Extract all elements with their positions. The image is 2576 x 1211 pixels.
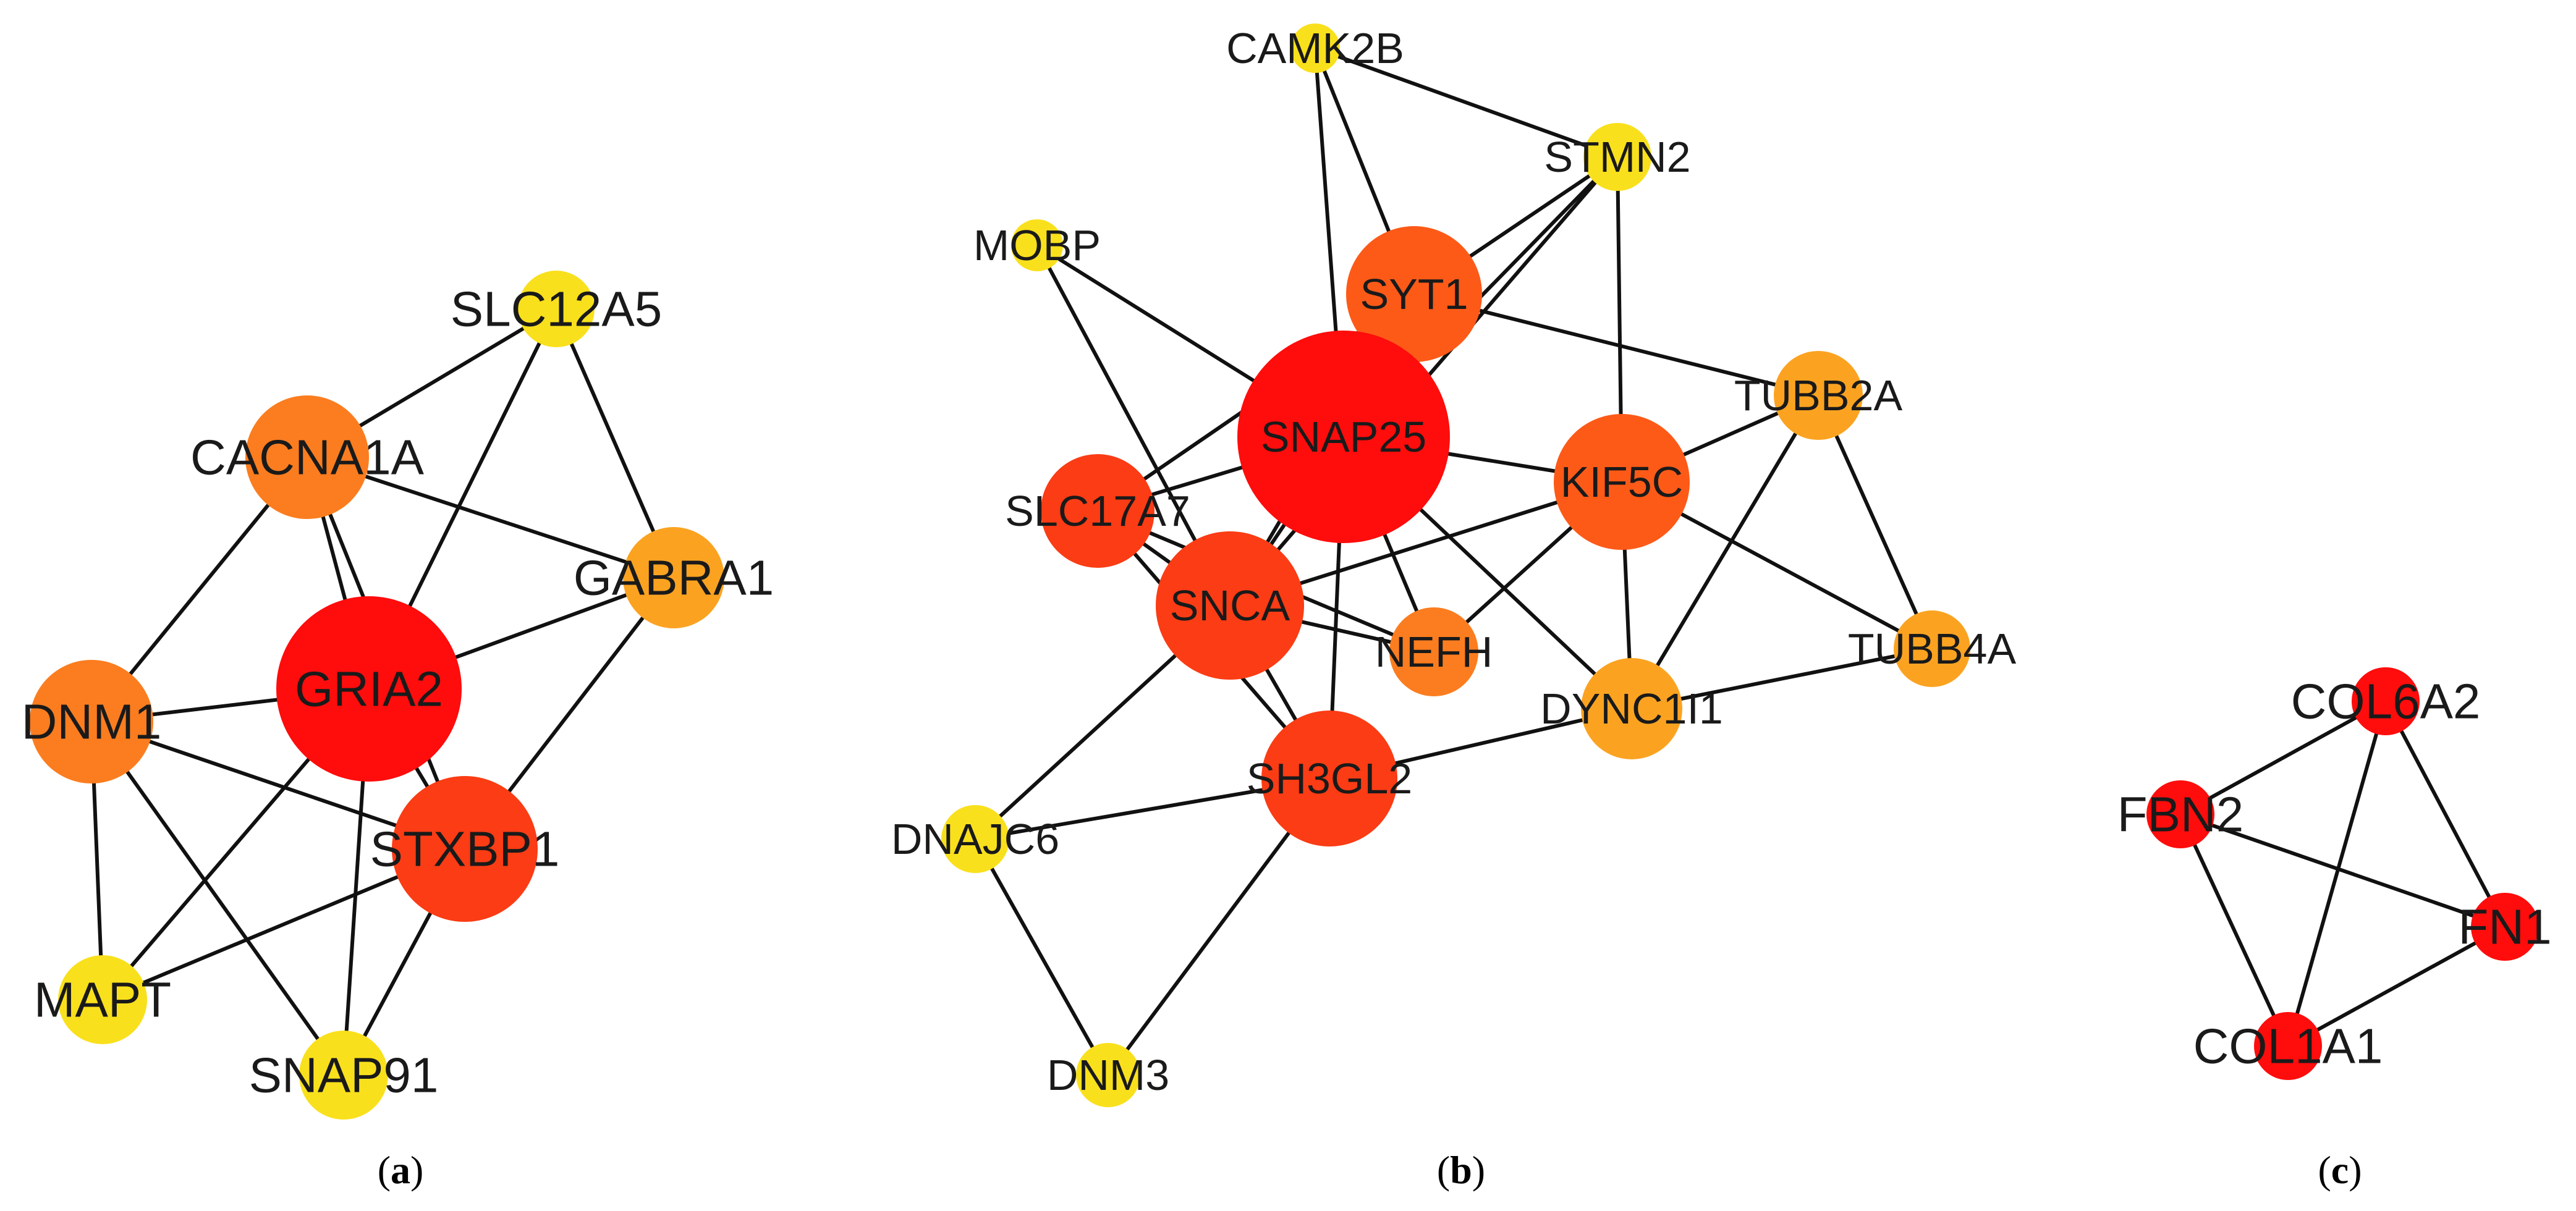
- node-cacna1a: [245, 395, 369, 519]
- node-gria2: [276, 596, 462, 782]
- node-nefh: [1389, 607, 1478, 696]
- node-label-dnm1: DNM1: [22, 694, 162, 749]
- node-label-syt1: SYT1: [1360, 270, 1468, 318]
- node-col1a1: [2254, 1012, 2322, 1080]
- node-snap25: [1237, 331, 1450, 543]
- node-dnm1: [30, 660, 153, 783]
- node-label-snca: SNCA: [1170, 581, 1290, 630]
- node-stxbp1: [392, 776, 538, 922]
- edge-dync1i1-tubb4a: [1631, 647, 1933, 711]
- node-label-camk2b: CAMK2B: [1226, 24, 1404, 72]
- node-label-snap91: SNAP91: [249, 1048, 439, 1103]
- node-kif5c: [1554, 414, 1690, 550]
- node-stmn2: [1583, 123, 1651, 191]
- node-label-tubb4a: TUBB4A: [1848, 625, 2017, 673]
- edge-fbn2-col1a1: [2179, 813, 2290, 1047]
- edge-fn1-col1a1: [2287, 925, 2506, 1048]
- edge-dnm1-snap91: [90, 720, 345, 1076]
- node-dnm3: [1076, 1043, 1140, 1107]
- node-sh3gl2: [1261, 711, 1397, 846]
- edge-col6a2-col1a1: [2286, 701, 2387, 1047]
- node-label-gabra1: GABRA1: [574, 551, 774, 606]
- edge-dnajc6-dnm3: [973, 838, 1110, 1076]
- node-syt1: [1346, 226, 1482, 362]
- node-col6a2: [2352, 667, 2420, 735]
- node-label-kif5c: KIF5C: [1561, 458, 1683, 506]
- node-dync1i1: [1581, 658, 1682, 759]
- node-tubb4a: [1894, 610, 1970, 687]
- node-label-col6a2: COL6A2: [2291, 674, 2481, 729]
- edge-camk2b-stmn2: [1314, 46, 1619, 159]
- node-label-dnm3: DNM3: [1047, 1051, 1169, 1099]
- edge-fbn2-fn1: [2180, 812, 2506, 929]
- edge-col6a2-fn1: [2384, 700, 2507, 928]
- node-gabra1: [623, 527, 724, 628]
- node-label-fbn2: FBN2: [2117, 787, 2244, 842]
- node-mapt: [58, 955, 147, 1044]
- nodes-layer: [30, 23, 2539, 1120]
- node-camk2b: [1290, 23, 1340, 73]
- edge-tubb2a-tubb4a: [1816, 394, 1934, 650]
- edge-col6a2-fbn2: [2179, 699, 2387, 816]
- node-slc17a7: [1041, 454, 1155, 568]
- node-label-tubb2a: TUBB2A: [1734, 371, 1903, 420]
- node-label-cacna1a: CACNA1A: [190, 430, 425, 485]
- node-label-dync1i1: DYNC1I1: [1540, 685, 1723, 733]
- panel-a-caption: (a): [378, 1148, 424, 1192]
- node-label-slc12a5: SLC12A5: [451, 282, 662, 337]
- node-mobp: [1011, 219, 1063, 271]
- node-fbn2: [2146, 780, 2214, 848]
- panel-b-caption: (b): [1437, 1148, 1485, 1192]
- panel-c-caption: (c): [2318, 1148, 2362, 1192]
- node-fn1: [2471, 893, 2539, 961]
- node-dnajc6: [941, 805, 1009, 873]
- edge-tubb2a-dync1i1: [1630, 394, 1820, 710]
- node-label-sh3gl2: SH3GL2: [1247, 754, 1412, 803]
- edge-syt1-tubb2a: [1413, 292, 1819, 397]
- node-snca: [1156, 531, 1304, 680]
- node-label-fn1: FN1: [2458, 900, 2551, 955]
- node-label-slc17a7: SLC17A7: [1005, 487, 1190, 535]
- node-label-stxbp1: STXBP1: [370, 822, 560, 877]
- node-label-mobp: MOBP: [973, 221, 1101, 269]
- node-label-stmn2: STMN2: [1544, 133, 1690, 181]
- node-label-gria2: GRIA2: [295, 662, 443, 717]
- edge-cacna1a-gabra1: [307, 455, 674, 580]
- node-tubb2a: [1774, 351, 1863, 440]
- node-label-nefh: NEFH: [1375, 628, 1493, 676]
- node-label-col1a1: COL1A1: [2193, 1019, 2383, 1074]
- node-slc12a5: [518, 271, 595, 347]
- node-label-dnajc6: DNAJC6: [891, 815, 1059, 863]
- node-snap91: [299, 1031, 388, 1120]
- node-label-mapt: MAPT: [34, 973, 171, 1027]
- node-label-snap25: SNAP25: [1261, 413, 1426, 461]
